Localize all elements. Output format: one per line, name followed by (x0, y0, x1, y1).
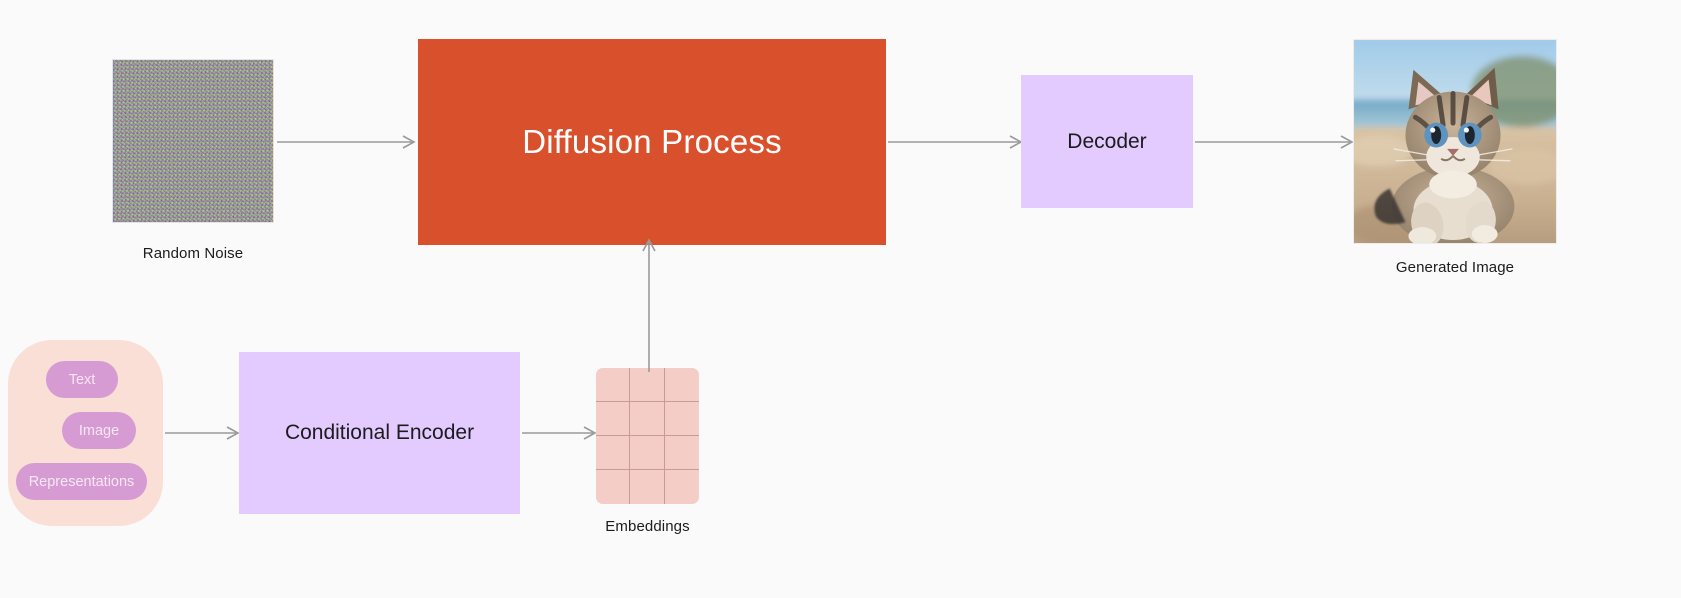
embedding-cell (596, 368, 631, 402)
decoder-box[interactable]: Decoder (1021, 75, 1193, 208)
input-pill-text-label: Text (68, 371, 96, 388)
conditional-encoder-label: Conditional Encoder (284, 421, 475, 444)
embedding-cell (596, 436, 631, 470)
arrow-encoder-to-embeddings (522, 424, 600, 442)
embedding-cell (596, 402, 631, 436)
input-pill-representations-label: Representations (28, 473, 135, 490)
embedding-cell (664, 368, 699, 402)
conditional-encoder-box[interactable]: Conditional Encoder (239, 352, 520, 514)
embedding-cell (630, 368, 665, 402)
embedding-cell (630, 436, 665, 470)
diffusion-process-label: Diffusion Process (522, 123, 782, 160)
embedding-cell (630, 402, 665, 436)
arrow-decoder-to-generated-image (1195, 133, 1357, 151)
arrow-noise-to-diffusion (277, 133, 419, 151)
decoder-label: Decoder (1067, 129, 1147, 153)
embedding-cell (664, 402, 699, 436)
arrow-diffusion-to-decoder (888, 133, 1026, 151)
embedding-cell (664, 436, 699, 470)
arrow-embeddings-to-diffusion (640, 238, 658, 374)
diffusion-process-box[interactable]: Diffusion Process (418, 39, 886, 245)
random-noise-image[interactable] (112, 59, 274, 223)
embedding-cell (665, 470, 699, 504)
input-pill-representations[interactable]: Representations (16, 463, 147, 500)
input-pill-image-label: Image (78, 422, 120, 439)
arrow-inputs-to-encoder (165, 424, 243, 442)
embeddings-caption: Embeddings (605, 518, 690, 535)
embedding-cell (596, 470, 631, 504)
generated-image[interactable] (1353, 39, 1557, 244)
random-noise-caption: Random Noise (142, 245, 244, 262)
input-pill-text[interactable]: Text (46, 361, 118, 398)
embeddings-grid[interactable] (596, 368, 699, 504)
generated-image-caption: Generated Image (1395, 259, 1515, 276)
input-pill-image[interactable]: Image (62, 412, 136, 449)
embedding-cell (630, 470, 665, 504)
